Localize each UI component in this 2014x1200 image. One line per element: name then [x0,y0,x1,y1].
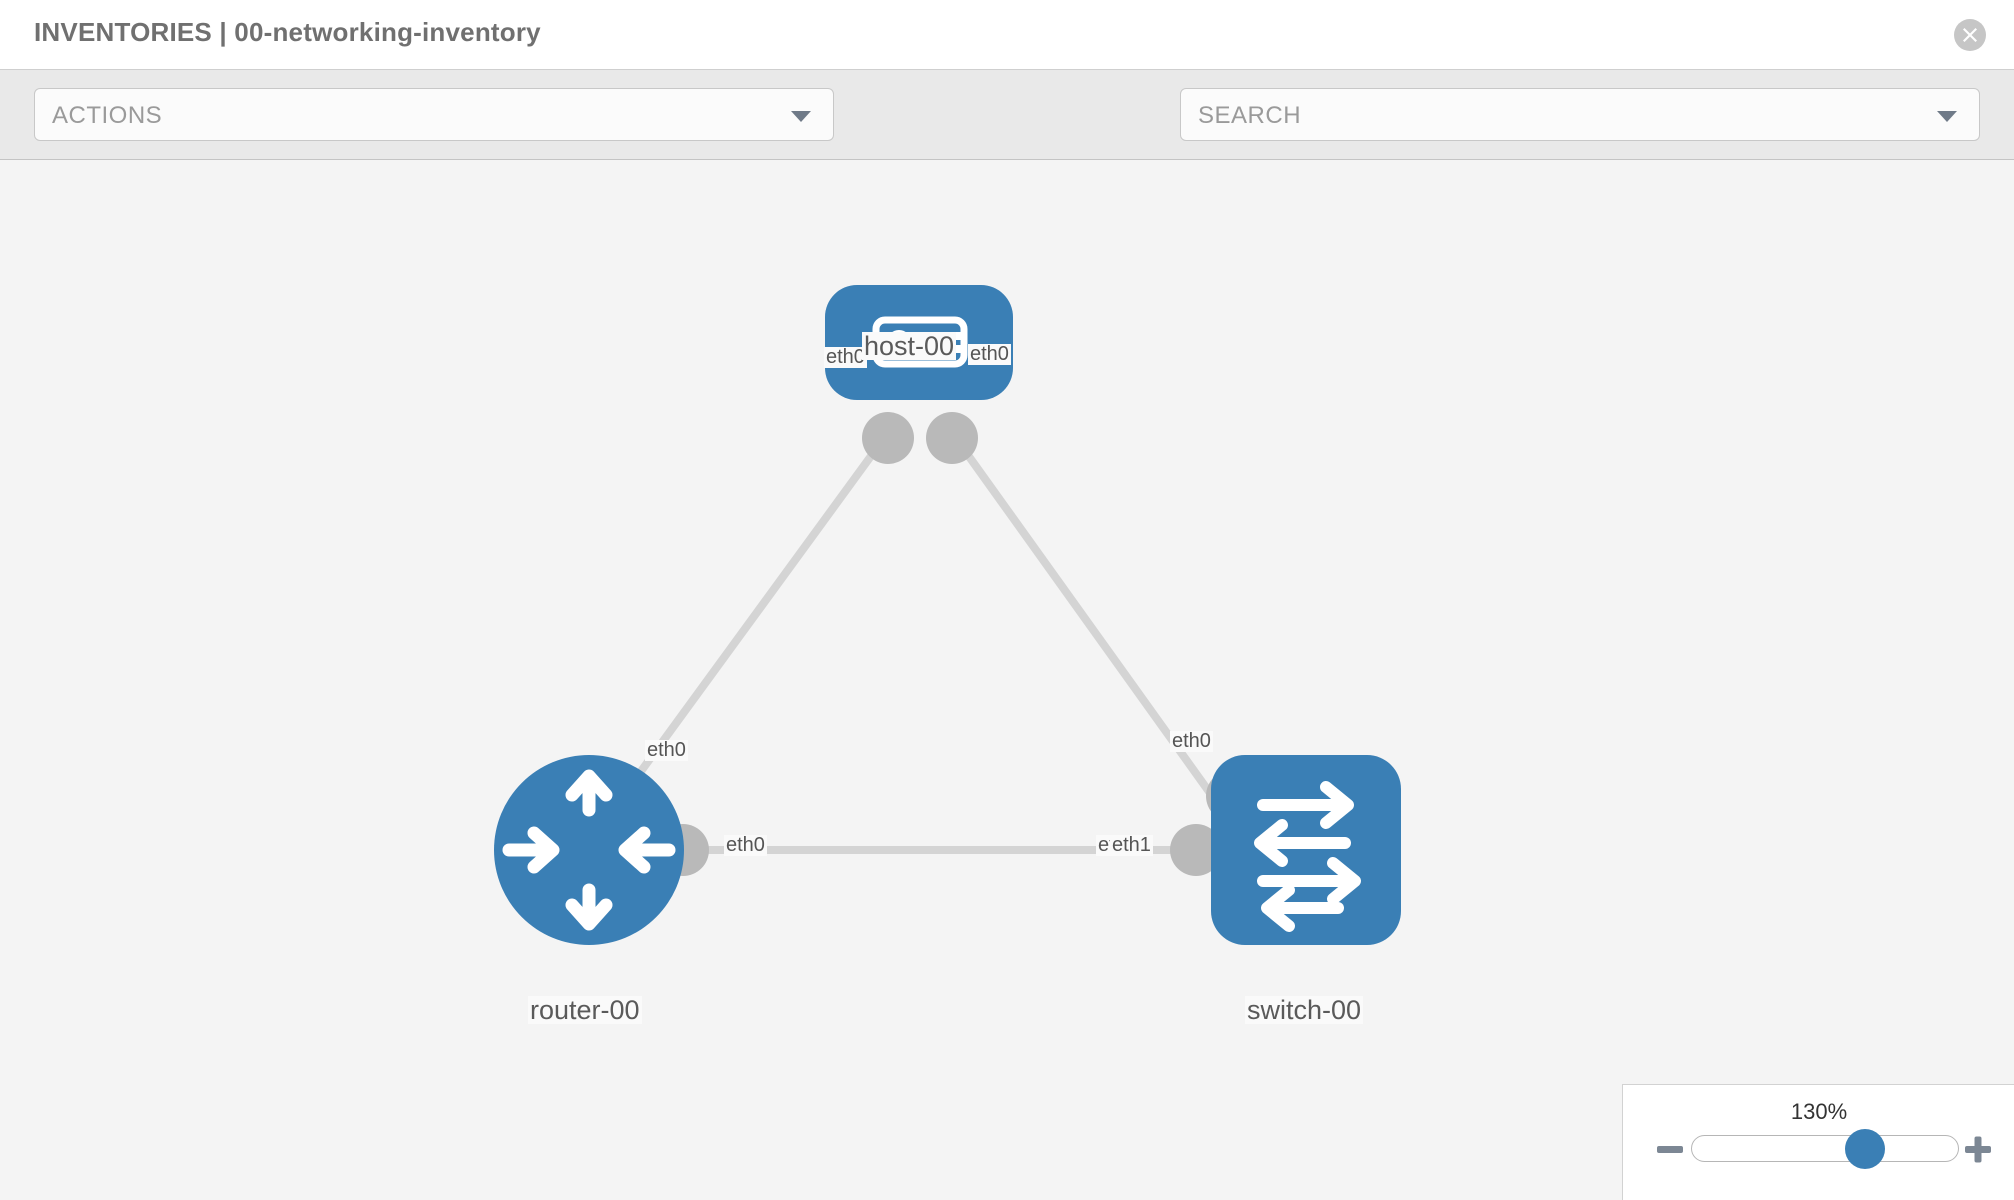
chevron-down-icon [791,111,811,122]
node-label-router-00: router-00 [528,995,642,1025]
close-icon[interactable] [1954,19,1986,51]
router-arrows-icon [502,769,676,931]
iface-label-router-eth0: eth0 [724,834,767,856]
zoom-level-value: 130% [1790,1099,1848,1124]
node-label-host-00: host-00 [862,331,957,361]
page-header: INVENTORIES | 00-networking-inventory [0,0,2014,70]
minus-icon[interactable] [1653,1132,1687,1166]
iface-label-host-eth0-left: eth0 [824,346,867,368]
chevron-down-icon[interactable] [1937,111,1957,122]
search-placeholder: SEARCH [1198,102,1302,129]
page-title: INVENTORIES | 00-networking-inventory [34,17,541,47]
topology-canvas[interactable]: eth0 host-00 eth0 eth0 eth0 eth0 eth eth… [0,160,2014,1200]
zoom-control-panel: 130% [1622,1084,2014,1200]
node-label-switch-00: switch-00 [1245,995,1364,1025]
toolbar: ACTIONS SEARCH [0,70,2014,197]
zoom-slider-thumb[interactable] [1845,1129,1885,1169]
iface-label-switch-eth1: eth1 [1110,834,1153,856]
link-host-router [616,427,894,803]
actions-dropdown[interactable]: ACTIONS [34,88,834,141]
switch-arrows-icon [1254,781,1361,932]
node-router-00[interactable] [494,755,684,945]
iface-label-host-eth0-right: eth0 [968,343,1011,365]
link-endpoint [604,412,1258,876]
iface-label-switch-eth0-uplink: eth0 [1170,730,1213,752]
plus-icon[interactable] [1961,1132,1995,1166]
node-switch-00[interactable] [1211,755,1401,945]
topology-graph [494,285,1401,945]
iface-label-router-eth0-uplink: eth0 [645,739,688,761]
zoom-slider[interactable] [1691,1135,1959,1162]
search-input[interactable]: SEARCH [1180,88,1980,141]
actions-dropdown-label: ACTIONS [52,102,163,129]
